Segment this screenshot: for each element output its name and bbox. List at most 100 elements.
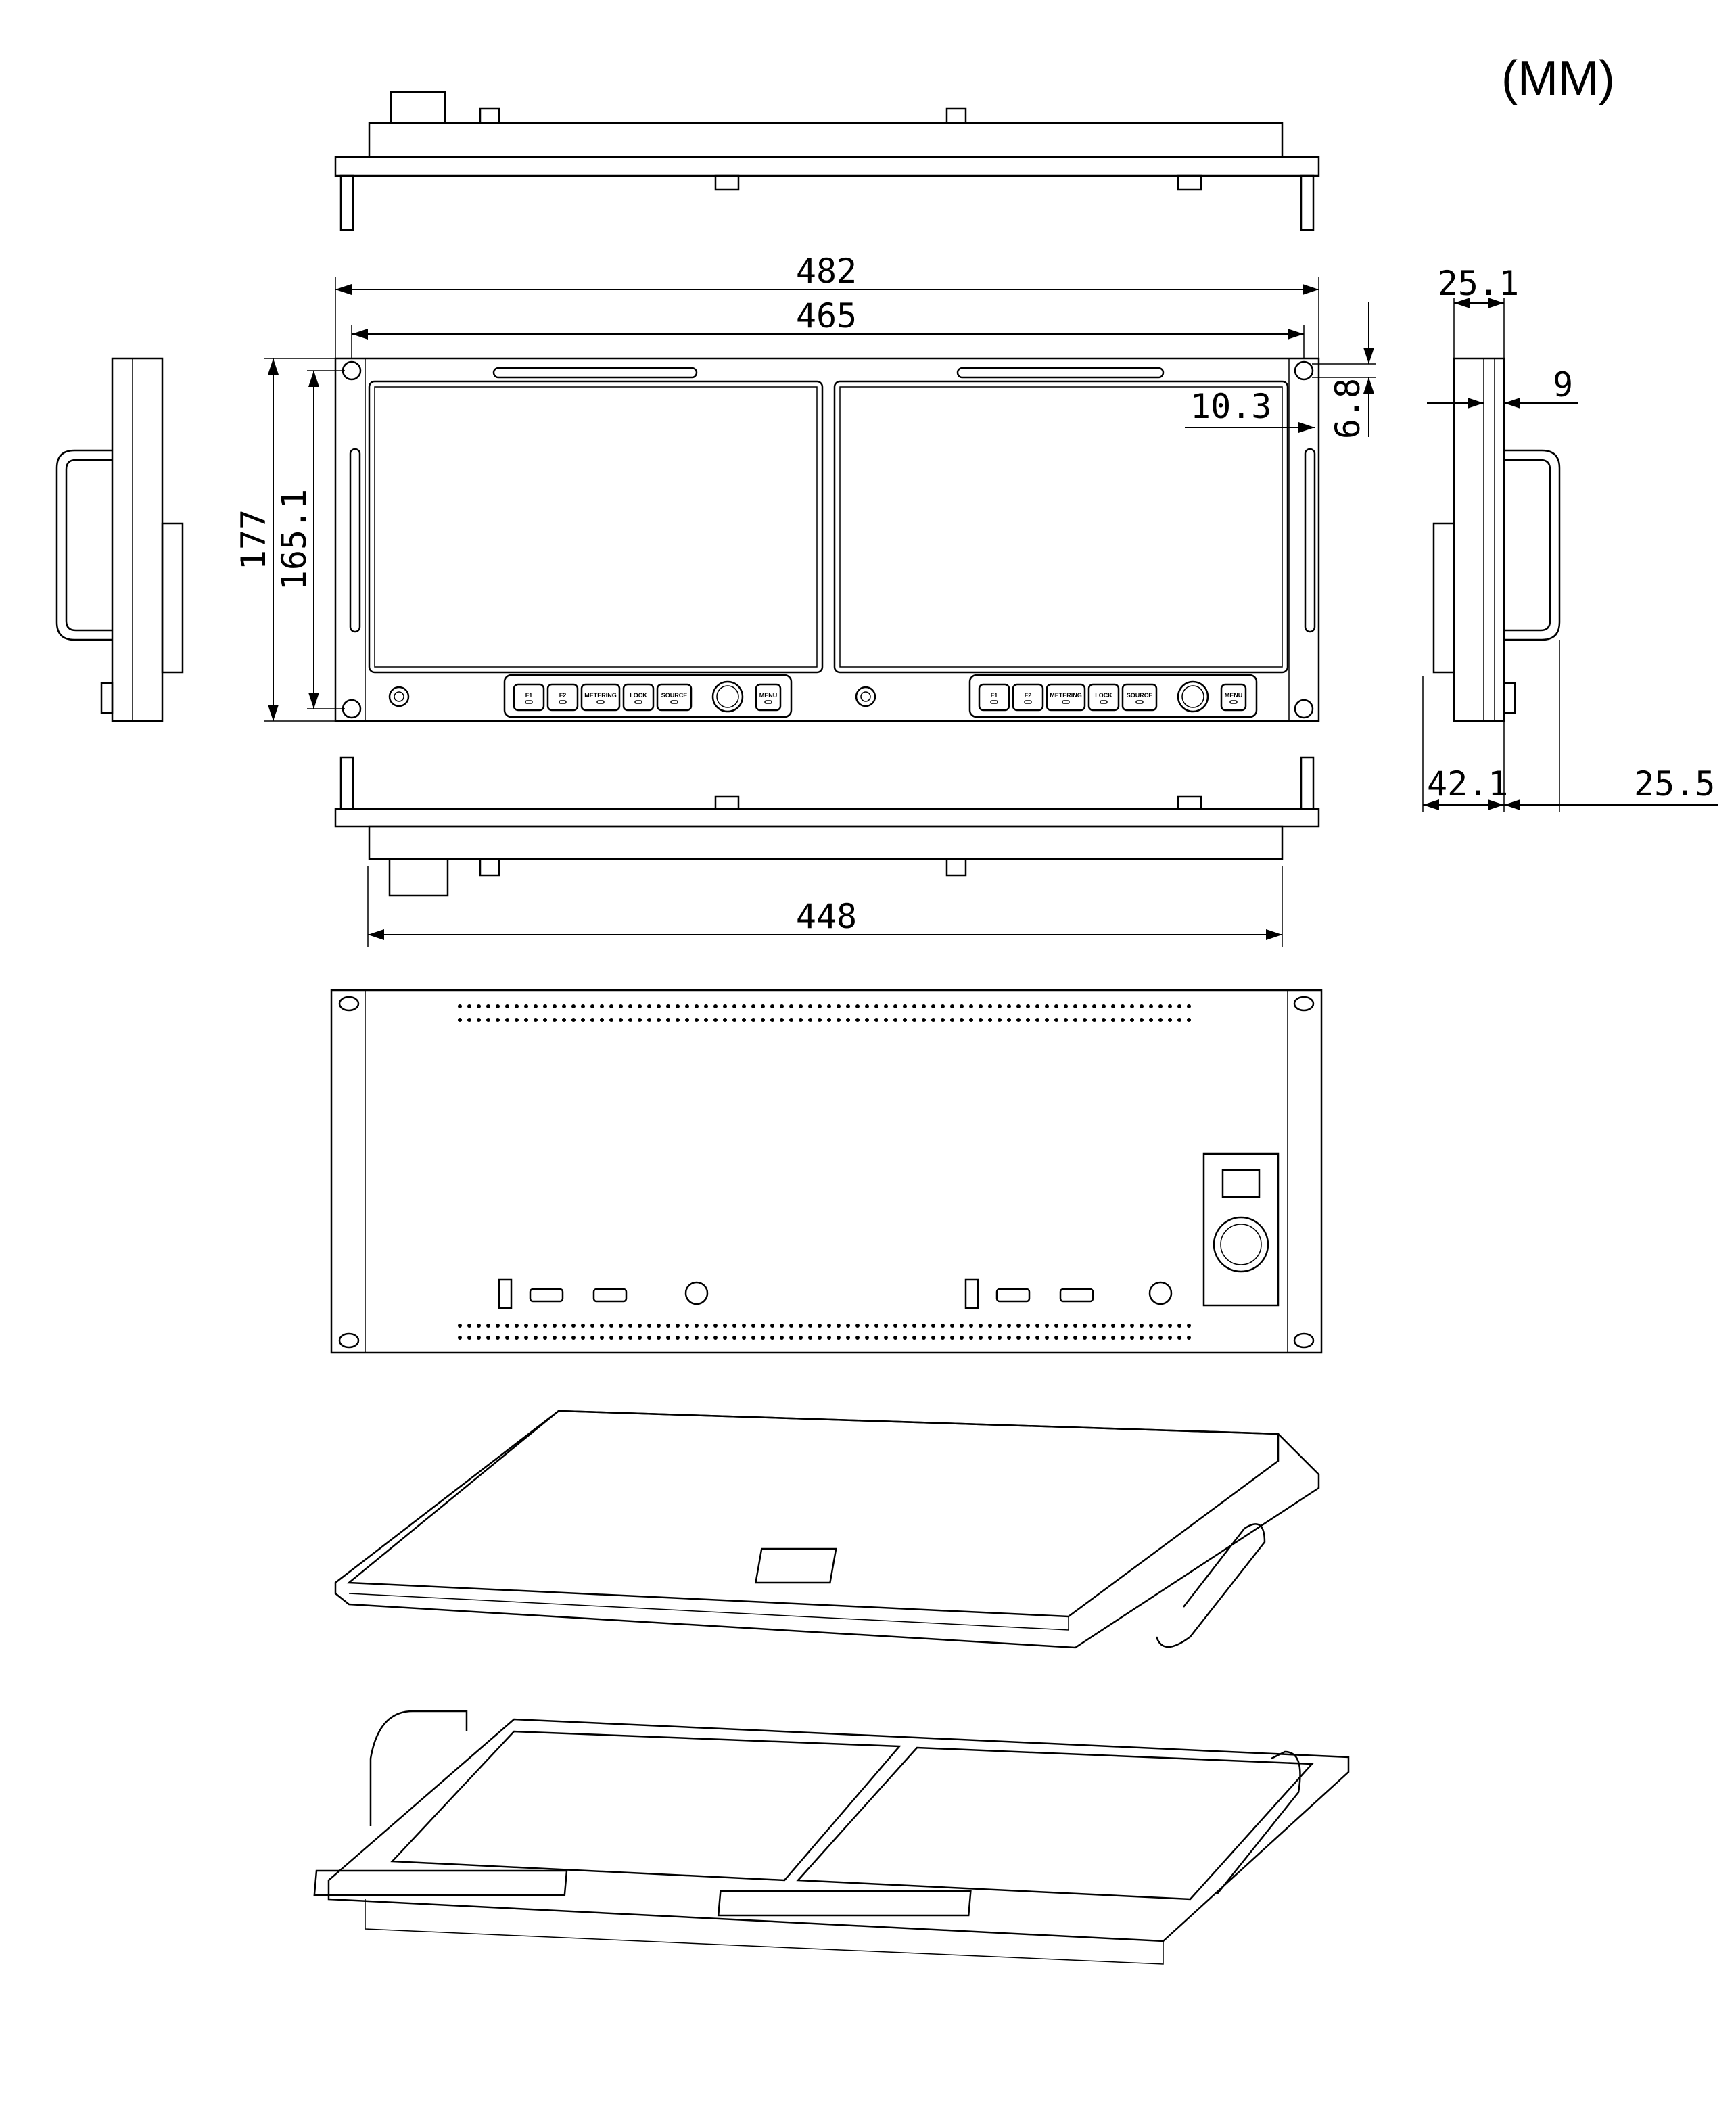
vent-hole: [657, 1004, 661, 1008]
button-label: SOURCE: [661, 692, 688, 699]
vent-hole: [467, 1324, 471, 1328]
vent-hole: [1149, 1018, 1153, 1022]
button-label: F1: [991, 692, 998, 699]
vent-hole: [1121, 1018, 1125, 1022]
vent-hole: [1045, 1004, 1049, 1008]
iso-screen-left: [390, 1730, 901, 1882]
vent-hole: [950, 1336, 954, 1340]
vent-hole: [628, 1004, 632, 1008]
button-label: MENU: [759, 692, 778, 699]
vent-hole: [1121, 1004, 1125, 1008]
vent-hole: [581, 1324, 585, 1328]
vent-hole: [1083, 1004, 1087, 1008]
vent-hole: [789, 1004, 793, 1008]
vent-hole: [1111, 1004, 1115, 1008]
dim-165-1: 165.1: [275, 489, 314, 591]
vent-hole: [524, 1336, 528, 1340]
vent-hole: [619, 1004, 623, 1008]
vent-hole: [1121, 1324, 1125, 1328]
vent-hole: [846, 1004, 850, 1008]
vent-hole: [1140, 1336, 1144, 1340]
vent-hole: [893, 1018, 897, 1022]
vent-hole: [1092, 1324, 1096, 1328]
vent-hole: [1083, 1018, 1087, 1022]
vent-hole: [467, 1018, 471, 1022]
vent-hole: [1016, 1336, 1021, 1340]
vent-hole: [874, 1324, 878, 1328]
vent-hole: [1187, 1324, 1191, 1328]
vent-hole: [685, 1004, 689, 1008]
vent-hole: [477, 1324, 481, 1328]
vent-hole: [467, 1336, 471, 1340]
vent-hole: [808, 1004, 812, 1008]
vent-hole: [855, 1004, 860, 1008]
vent-hole: [619, 1336, 623, 1340]
vent-hole: [1092, 1336, 1096, 1340]
vent-hole: [789, 1018, 793, 1022]
vent-hole: [1149, 1336, 1153, 1340]
vent-hole: [742, 1004, 746, 1008]
vent-hole: [960, 1336, 964, 1340]
vent-hole: [874, 1336, 878, 1340]
vent-hole: [553, 1004, 557, 1008]
vent-hole: [1187, 1018, 1191, 1022]
vent-hole: [553, 1324, 557, 1328]
vent-hole: [628, 1018, 632, 1022]
vent-hole: [969, 1336, 973, 1340]
vent-hole: [1149, 1004, 1153, 1008]
vent-hole: [960, 1324, 964, 1328]
vent-hole: [808, 1336, 812, 1340]
vent-hole: [761, 1018, 765, 1022]
vent-hole: [941, 1004, 945, 1008]
vent-hole: [931, 1018, 935, 1022]
vent-hole: [827, 1336, 831, 1340]
vent-hole: [979, 1336, 983, 1340]
vent-hole: [751, 1324, 755, 1328]
vent-hole: [619, 1018, 623, 1022]
vent-hole: [1158, 1324, 1163, 1328]
vent-hole: [903, 1018, 907, 1022]
xlr-power-connector: [1213, 1216, 1269, 1273]
vent-hole: [1016, 1324, 1021, 1328]
vent-holes: [458, 1004, 1191, 1340]
vent-hole: [1158, 1018, 1163, 1022]
button-lock: LOCK: [622, 683, 655, 712]
vent-hole: [1083, 1336, 1087, 1340]
vent-hole: [496, 1004, 500, 1008]
vent-hole: [1111, 1018, 1115, 1022]
vent-hole: [988, 1018, 992, 1022]
vent-hole: [1064, 1336, 1068, 1340]
button-metering: METERING: [580, 683, 621, 712]
vent-hole: [789, 1336, 793, 1340]
vent-hole: [1102, 1324, 1106, 1328]
vent-hole: [496, 1336, 500, 1340]
vent-hole: [799, 1018, 803, 1022]
vent-hole: [628, 1324, 632, 1328]
vent-hole: [1102, 1336, 1106, 1340]
vent-hole: [1064, 1018, 1068, 1022]
button-label: F2: [559, 692, 567, 699]
vent-hole: [1035, 1018, 1039, 1022]
vent-hole: [609, 1004, 613, 1008]
control-knob: [1177, 680, 1209, 713]
vent-hole: [922, 1004, 926, 1008]
vent-hole: [1177, 1336, 1181, 1340]
vent-hole: [657, 1336, 661, 1340]
vent-hole: [505, 1004, 509, 1008]
vent-hole: [713, 1336, 718, 1340]
vent-hole: [1168, 1004, 1172, 1008]
vent-hole: [827, 1018, 831, 1022]
vent-hole: [732, 1336, 736, 1340]
vent-hole: [666, 1336, 670, 1340]
vent-hole: [581, 1336, 585, 1340]
vent-hole: [496, 1324, 500, 1328]
vent-hole: [751, 1004, 755, 1008]
vent-hole: [486, 1004, 490, 1008]
io-ports-right: [964, 1278, 1173, 1309]
vent-hole: [704, 1336, 708, 1340]
vent-hole: [647, 1004, 651, 1008]
vent-hole: [960, 1018, 964, 1022]
vent-hole: [685, 1324, 689, 1328]
vent-hole: [903, 1004, 907, 1008]
vent-hole: [751, 1018, 755, 1022]
